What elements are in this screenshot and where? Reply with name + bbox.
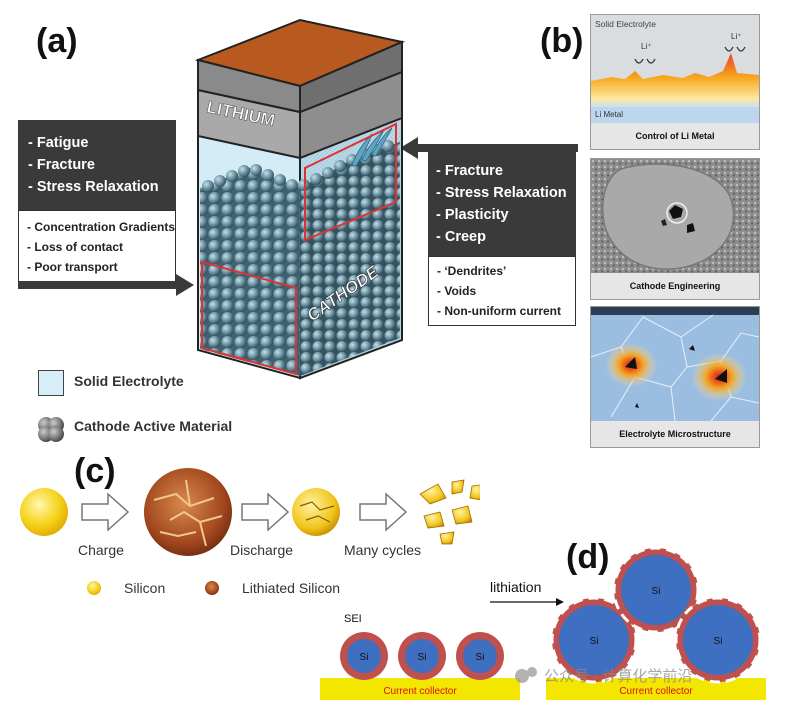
cathode-particles-left: [200, 168, 300, 376]
b-li-ion-right: Li⁺: [731, 32, 741, 41]
highlight-interface: [304, 122, 397, 242]
panel-b-cathode-engineering: Cathode Engineering: [590, 158, 760, 300]
lithium-lid-right: [299, 40, 403, 114]
right-bold-item: - Plasticity: [436, 207, 509, 223]
left-box-body: - Concentration Gradients - Loss of cont…: [18, 210, 176, 284]
panel-d-diagram: Current collector SEI Si Si Si lithiatio…: [320, 546, 766, 700]
cathode-material-icon: [38, 417, 64, 442]
legend-solid-electrolyte: Solid Electrolyte: [74, 373, 184, 389]
dendrites: [351, 127, 393, 167]
legend-lithiated-icon: [205, 581, 219, 595]
right-arrow: [400, 137, 578, 159]
silicon-particle: [20, 488, 68, 536]
si-particle-expanded: Si: [612, 546, 700, 634]
legend-silicon-label: Silicon: [124, 580, 166, 596]
lithiation-label: lithiation: [490, 579, 541, 595]
panel-a-right-box: - Fracture - Stress Relaxation - Plastic…: [428, 152, 576, 326]
si-particle-expanded: Si: [674, 596, 762, 684]
svg-text:Si: Si: [418, 652, 427, 663]
panel-a-label: (a): [36, 22, 78, 60]
si-particle-before: Si: [340, 632, 388, 680]
si-particle-expanded: Si: [550, 596, 638, 684]
legend-cathode-material: Cathode Active Material: [74, 418, 233, 434]
sei-label: SEI: [344, 613, 362, 625]
right-bold-item: - Stress Relaxation: [436, 185, 567, 201]
panel-a-diagram: LITHIUM CATHODE: [18, 18, 578, 380]
collector-after-label: Current collector: [619, 686, 693, 697]
right-bold-item: - Fracture: [436, 163, 503, 179]
right-item: - ‘Dendrites’: [437, 264, 507, 278]
lithiated-particle: [144, 468, 232, 556]
cycles-arrow: [359, 492, 408, 532]
si-particle-before: Si: [456, 632, 504, 680]
b-caption-cathode-engineering: Cathode Engineering: [591, 273, 759, 299]
svg-text:Si: Si: [652, 586, 661, 597]
legend-solid-electrolyte-swatch: [38, 370, 64, 396]
discharge-arrow: [241, 492, 290, 532]
right-item: - Non-uniform current: [437, 304, 561, 318]
left-item: - Poor transport: [27, 260, 118, 274]
svg-text:Si: Si: [476, 652, 485, 663]
step-charge-label: Charge: [78, 542, 124, 558]
panel-b-li-metal: Solid Electrolyte Li⁺ Li⁺ Li Metal Contr…: [590, 14, 760, 150]
panel-d-label: (d): [566, 538, 610, 576]
right-bold-item: - Creep: [436, 229, 486, 245]
panel-b-label: (b): [540, 22, 584, 60]
lithiation-arrow: [490, 598, 564, 606]
panel-a-left-box: - Fatigue - Fracture - Stress Relaxation…: [18, 120, 176, 284]
watermark-text: 公众号 · 计算化学前沿: [544, 667, 692, 685]
watermark: 公众号 · 计算化学前沿: [515, 667, 692, 685]
collector-before: [320, 678, 520, 700]
left-bold-item: - Stress Relaxation: [28, 179, 159, 195]
step-many-cycles-label: Many cycles: [344, 542, 422, 558]
right-box-body: - ‘Dendrites’ - Voids - Non-uniform curr…: [428, 256, 576, 326]
highlight-cathode: [201, 260, 297, 376]
b-caption-li-metal: Control of Li Metal: [591, 123, 759, 149]
b-electrolyte-label: Solid Electrolyte: [595, 19, 656, 29]
right-box-header: - Fracture - Stress Relaxation - Plastic…: [428, 152, 576, 256]
collector-after: [546, 678, 766, 700]
svg-text:Si: Si: [590, 636, 599, 647]
panel-c-label: (c): [74, 452, 116, 490]
right-item: - Voids: [437, 284, 477, 298]
si-particle-before: Si: [398, 632, 446, 680]
cathode-particles-right: [300, 142, 400, 376]
charge-arrow: [81, 492, 130, 532]
b-caption-electrolyte-microstructure: Electrolyte Microstructure: [591, 421, 759, 447]
fragmented-particles: [419, 479, 480, 545]
legend-silicon-icon: [87, 581, 101, 595]
left-arrow: [18, 274, 194, 296]
b-li-ion-left: Li⁺: [641, 42, 651, 51]
legend-lithiated-label: Lithiated Silicon: [242, 580, 341, 596]
panel-c-diagram: [20, 468, 480, 595]
left-bold-item: - Fatigue: [28, 135, 89, 151]
step-discharge-label: Discharge: [230, 542, 294, 558]
panel-b-electrolyte-microstructure: Electrolyte Microstructure: [590, 306, 760, 448]
left-item: - Loss of contact: [27, 240, 124, 254]
collector-before-label: Current collector: [383, 686, 457, 697]
svg-text:Si: Si: [360, 652, 369, 663]
svg-text:Si: Si: [714, 636, 723, 647]
left-bold-item: - Fracture: [28, 157, 95, 173]
left-box-header: - Fatigue - Fracture - Stress Relaxation: [18, 120, 176, 210]
b-li-metal-label: Li Metal: [595, 110, 623, 119]
discharged-particle: [292, 488, 340, 536]
left-item: - Concentration Gradients: [27, 220, 176, 234]
